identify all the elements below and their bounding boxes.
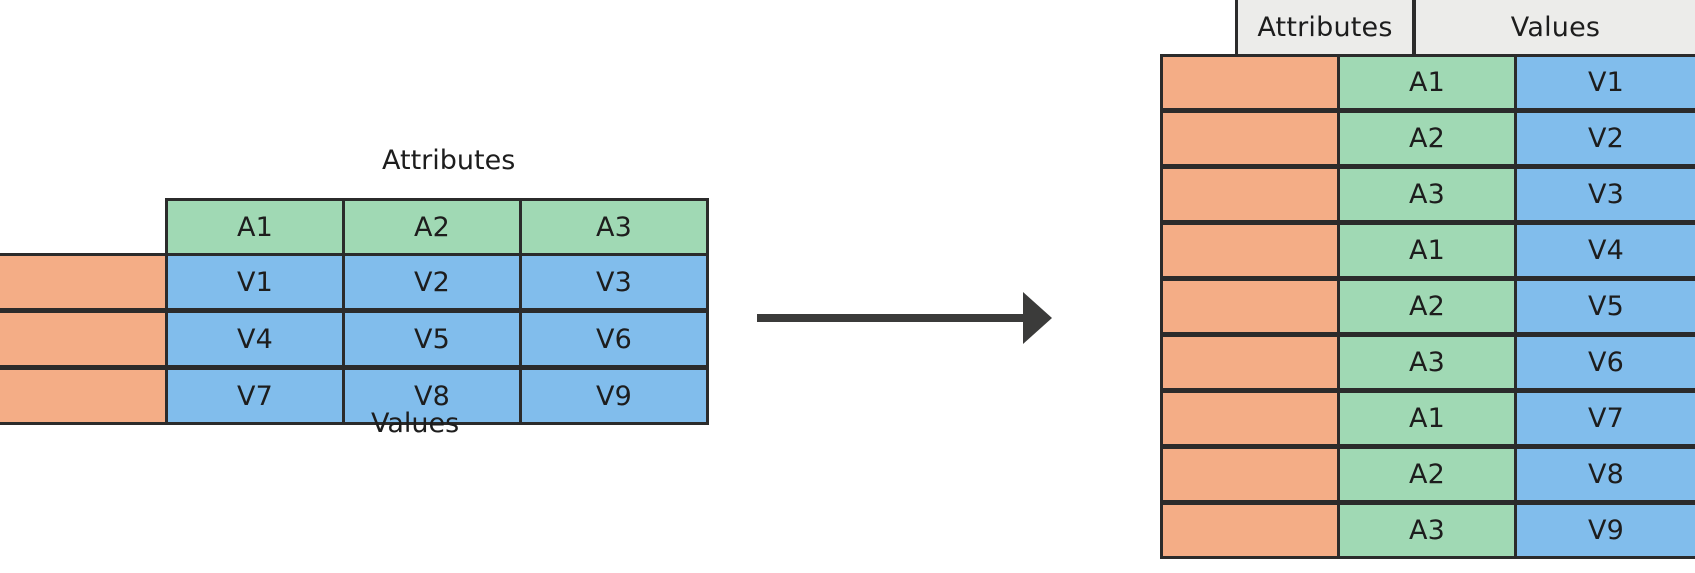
wide-value-cell-r2c2: V5 <box>342 310 522 368</box>
long-attribute-cell-row9: A3 <box>1337 502 1517 559</box>
wide-value-cell-r3c3: V9 <box>519 367 709 425</box>
wide-value-cell-r3c1: V7 <box>165 367 345 425</box>
wide-table-bottom-label: Values <box>371 408 460 439</box>
long-attribute-cell-row2: A2 <box>1337 110 1517 167</box>
wide-value-cell-r1c2: V2 <box>342 253 522 311</box>
wide-value-cell-r1c1: V1 <box>165 253 345 311</box>
wide-header-cell-a3: A3 <box>519 198 709 256</box>
long-value-cell-row1: V1 <box>1514 54 1695 111</box>
long-value-cell-row9: V9 <box>1514 502 1695 559</box>
transform-arrow <box>757 292 1052 344</box>
wide-value-cell-r2c1: V4 <box>165 310 345 368</box>
long-attribute-cell-row3: A3 <box>1337 166 1517 223</box>
long-value-cell-row8: V8 <box>1514 446 1695 503</box>
wide-header-cell-a2: A2 <box>342 198 522 256</box>
long-attribute-cell-row5: A2 <box>1337 278 1517 335</box>
long-value-cell-row7: V7 <box>1514 390 1695 447</box>
long-key-cell-row5 <box>1160 278 1340 335</box>
long-key-cell-row3 <box>1160 166 1340 223</box>
arrow-head-icon <box>1023 292 1052 344</box>
wide-key-cell-row3 <box>0 367 168 425</box>
wide-value-cell-r1c3: V3 <box>519 253 709 311</box>
long-key-cell-row7 <box>1160 390 1340 447</box>
long-value-cell-row4: V4 <box>1514 222 1695 279</box>
wide-value-cell-r2c3: V6 <box>519 310 709 368</box>
long-header-attributes: Attributes <box>1235 0 1415 57</box>
wide-table-top-label: Attributes <box>382 145 516 176</box>
long-key-cell-row9 <box>1160 502 1340 559</box>
long-attribute-cell-row7: A1 <box>1337 390 1517 447</box>
long-attribute-cell-row8: A2 <box>1337 446 1517 503</box>
long-value-cell-row3: V3 <box>1514 166 1695 223</box>
long-header-values: Values <box>1413 0 1695 57</box>
wide-key-cell-row2 <box>0 310 168 368</box>
long-key-cell-row2 <box>1160 110 1340 167</box>
long-key-cell-row4 <box>1160 222 1340 279</box>
arrow-shaft <box>757 314 1027 322</box>
wide-header-cell-a1: A1 <box>165 198 345 256</box>
long-key-cell-row1 <box>1160 54 1340 111</box>
long-key-cell-row6 <box>1160 334 1340 391</box>
long-attribute-cell-row1: A1 <box>1337 54 1517 111</box>
long-value-cell-row2: V2 <box>1514 110 1695 167</box>
wide-key-cell-row1 <box>0 253 168 311</box>
long-key-cell-row8 <box>1160 446 1340 503</box>
long-attribute-cell-row6: A3 <box>1337 334 1517 391</box>
long-value-cell-row6: V6 <box>1514 334 1695 391</box>
long-value-cell-row5: V5 <box>1514 278 1695 335</box>
long-attribute-cell-row4: A1 <box>1337 222 1517 279</box>
